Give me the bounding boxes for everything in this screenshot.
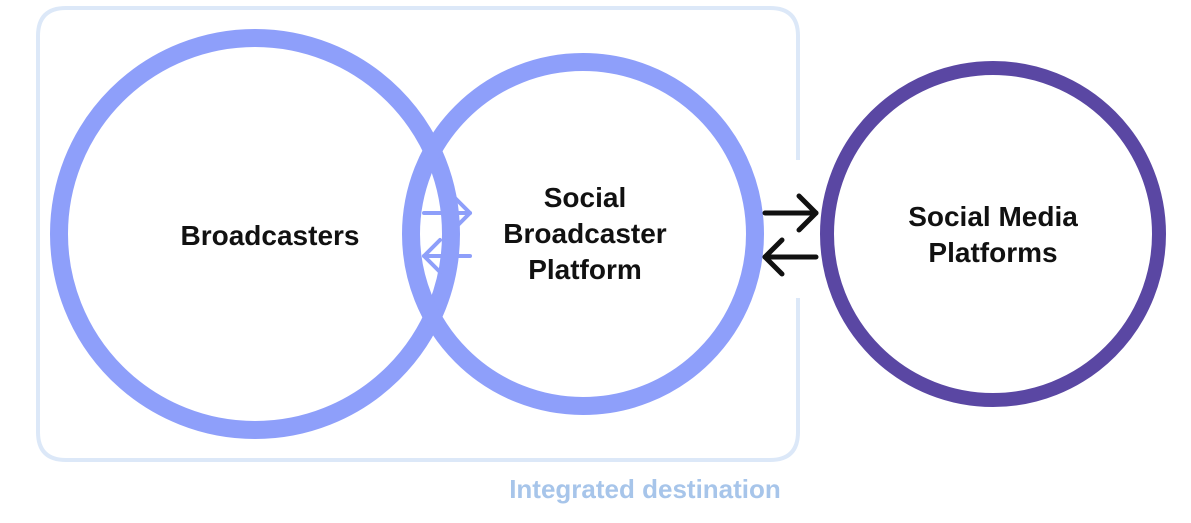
social-broadcaster-platform-line-3: Platform (528, 254, 642, 285)
social-broadcaster-platform-circle (402, 53, 764, 415)
integrated-destination-label: Integrated destination (509, 474, 781, 504)
arrow-left-icon (762, 237, 819, 277)
broadcasters-circle (50, 29, 460, 439)
arrow-right-icon (762, 193, 819, 233)
social-broadcaster-platform-line-2: Broadcaster (503, 218, 667, 249)
social-media-platforms-line-2: Platforms (928, 237, 1058, 268)
social-media-platforms-circle (820, 61, 1166, 407)
social-media-platforms-line-1: Social Media (908, 201, 1078, 232)
exchange-arrows (762, 193, 819, 277)
integrated-destination-frame (36, 6, 800, 462)
arrow-left-light-icon (422, 238, 472, 274)
social-media-platforms-label: Social Media Platforms (868, 199, 1118, 271)
broadcasters-label: Broadcasters (180, 220, 360, 251)
social-broadcaster-platform-line-1: Social (543, 182, 627, 213)
social-broadcaster-platform-label: Social Broadcaster Platform (470, 180, 700, 288)
overlap-arrows (422, 195, 472, 274)
arrow-right-light-icon (422, 195, 472, 231)
